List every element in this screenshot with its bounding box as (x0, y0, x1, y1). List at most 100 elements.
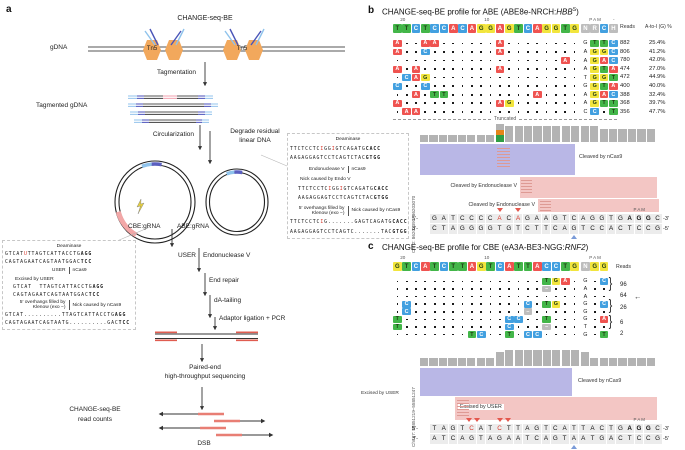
match-dot (405, 333, 408, 336)
duplex-top-base: A (625, 214, 635, 224)
row-edit-pct: 40.0% (649, 82, 666, 89)
mismatch-base: C (599, 278, 609, 285)
coverage-bar (438, 358, 448, 366)
reference-base: G (590, 262, 600, 272)
sequence-segment: AGG (114, 313, 127, 319)
group-read-count: 64 (620, 293, 627, 300)
match-dot (555, 311, 557, 313)
mismatch-base: A (430, 40, 439, 47)
match-dot (405, 102, 408, 105)
duplex-bottom-base: G (504, 224, 514, 234)
match-dot (396, 288, 399, 290)
duplex-bottom-base: T (532, 224, 542, 234)
match-dot (452, 111, 455, 113)
strand-prefix: 3′- (412, 225, 419, 232)
pam-n-base: T (583, 74, 588, 81)
reference-base: C (542, 262, 551, 272)
match-dot (573, 85, 576, 88)
row-edit-pct: 27.0% (649, 65, 666, 72)
box-sequence-line: TTCTCCTCIGGIGTCAGATGCACC (290, 187, 406, 192)
panel-c-title-close: ) (585, 243, 589, 252)
reference-base: T (560, 262, 570, 272)
match-dot (508, 93, 511, 96)
duplex-top-base: T (504, 424, 514, 434)
cbe-grna-label: CBE:gRNA (128, 223, 161, 230)
mismatch-base: C (402, 300, 411, 308)
mismatch-base: A (393, 40, 402, 47)
box-sequence-line: AAGAGGAGTCCTCAGTCTACGTGG (290, 156, 406, 161)
coverage-bar (467, 358, 476, 366)
strand-prefix: 5′- (412, 215, 419, 222)
match-dot (433, 295, 436, 298)
reference-base: T (486, 262, 495, 272)
match-dot (405, 295, 408, 298)
match-dot (396, 333, 399, 336)
coverage-bar (476, 135, 485, 142)
duplex-bottom-base: A (485, 434, 495, 444)
mismatch-base: A (411, 108, 421, 116)
coverage-bar (590, 126, 599, 142)
box-arrow-divider (68, 300, 70, 311)
box-enzyme-right-line: Nick caused by nCas9 (351, 208, 401, 214)
reference-base: N (581, 24, 590, 34)
reference-base: G (599, 262, 609, 272)
duplex-bottom-base: A (513, 434, 523, 444)
match-dot (443, 59, 445, 62)
box-step-label: Deaminase (56, 244, 82, 249)
mismatch-base: C (420, 48, 430, 56)
coverage-bar (486, 358, 495, 366)
coverage-bar (429, 358, 438, 366)
duplex-top-base: G (643, 214, 653, 224)
sequence-segment: G (324, 220, 328, 226)
match-dot (471, 42, 473, 45)
match-dot (527, 318, 529, 321)
mismatch-base: T (609, 99, 618, 107)
match-dot (508, 295, 511, 298)
duplex-bottom-base: G (597, 434, 607, 444)
read-count-brace: } (608, 297, 613, 315)
box-enzyme-right-label: nCas9 (349, 167, 407, 172)
match-dot (508, 303, 511, 306)
mismatch-base: T (467, 331, 477, 339)
duplex-top-base: T (606, 424, 616, 434)
nick-site-marker-icon (465, 417, 472, 422)
match-dot (433, 318, 436, 321)
duplex-bottom-base: C (448, 434, 458, 444)
tn5-label: Tn5 (146, 46, 158, 52)
sequence-segment: GAC (107, 320, 119, 326)
match-dot (443, 311, 445, 313)
nick-flag-icon (136, 198, 145, 215)
mismatch-base: T (542, 278, 551, 285)
match-dot (433, 51, 436, 53)
reference-base: T (514, 24, 523, 34)
reference-base: N (581, 262, 590, 272)
match-dot (499, 333, 501, 336)
mismatch-base: T (590, 40, 600, 47)
row-edit-pct: 42.0% (649, 57, 666, 64)
mismatch-base: C (523, 331, 533, 339)
duplex-bottom-base: A (457, 434, 467, 444)
duplex-bottom-base: A (504, 434, 514, 444)
deletion-cell: – (542, 323, 551, 331)
match-dot (489, 295, 492, 298)
mismatch-base: C (609, 57, 618, 64)
match-dot (555, 111, 557, 113)
match-dot (405, 93, 408, 96)
match-dot (433, 111, 436, 113)
match-dot (499, 85, 501, 88)
match-dot (545, 76, 548, 79)
mismatch-base: C (590, 108, 600, 116)
endonuclease-v-label-2: Cleaved by Endonuclease V (468, 202, 535, 208)
user-excised-block (455, 397, 657, 420)
match-dot (573, 42, 576, 45)
duplex-bottom-base: G (485, 224, 495, 234)
pam-n-base: G (583, 278, 588, 285)
cut-striation (497, 166, 510, 167)
duplex-bottom-base: A (560, 224, 569, 234)
coverage-bar (552, 350, 561, 366)
row-edit-pct: 39.7% (649, 100, 666, 107)
mismatch-base: T (599, 82, 609, 90)
reads-column-header: Reads (620, 24, 635, 30)
mismatch-base: A (609, 65, 618, 73)
match-dot (517, 333, 520, 336)
